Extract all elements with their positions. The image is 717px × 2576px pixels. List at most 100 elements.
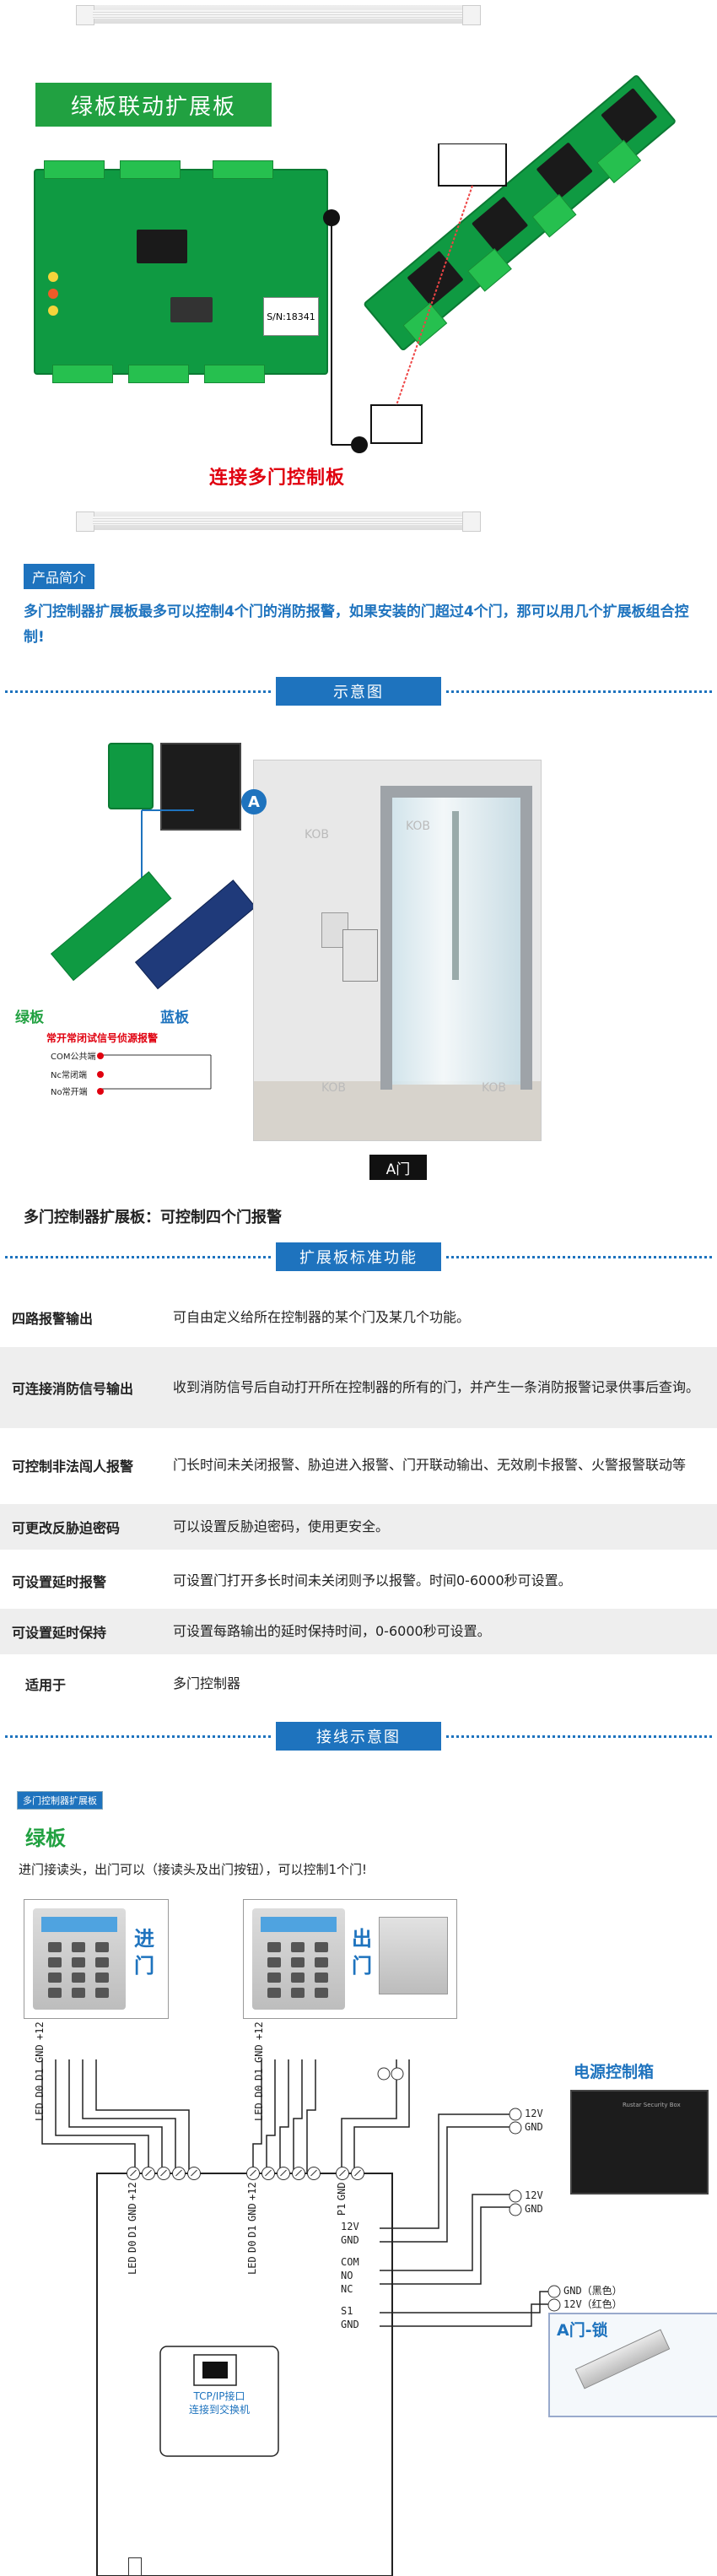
feature-name: 适用于 (25, 1677, 67, 1693)
pin-label: GND (341, 2319, 359, 2330)
feature-name: 可更改反胁迫密码 (12, 1520, 121, 1536)
side-pins: 12V GND COM NO NC S1 GND (341, 2220, 391, 2331)
board-pin-row-right (246, 2167, 321, 2180)
feature-name: 可设置延时报警 (12, 1574, 107, 1590)
pin-label: LED (246, 2256, 258, 2275)
entry-reader: 进门 (24, 1899, 169, 2019)
no-label: No常开端 (51, 1088, 88, 1097)
door-scene: KOB KOB KOB KOB (253, 760, 542, 1141)
callout-lines (323, 143, 507, 453)
lock-wires: GND（黑色） 12V（红色） (563, 2284, 623, 2311)
psu-pins-1: 12V GND (525, 2107, 543, 2134)
feature-desc: 可自由定义给所在控制器的某个门及某几个功能。 (173, 1309, 471, 1325)
pin-label: P1 (336, 2203, 348, 2216)
ribbon-cable-bottom (76, 511, 481, 532)
features-band-label: 扩展板标准功能 (276, 1242, 441, 1271)
feature-row: 可设置延时保持 可设置每路输出的延时保持时间，0-6000秒可设置。 (0, 1609, 717, 1654)
feature-desc: 可设置每路输出的延时保持时间，0-6000秒可设置。 (173, 1623, 491, 1639)
serial-number-label: S/N:18341 (263, 297, 319, 336)
green-board-label: 绿板 (15, 1009, 44, 1026)
nc-label: Nc常闭端 (51, 1071, 87, 1080)
pin-label: 12V（红色） (563, 2298, 623, 2310)
pin-label: GND (127, 2203, 138, 2222)
diagram-section-header: 示意图 (0, 677, 717, 706)
exit-button-image (379, 1917, 448, 1994)
controller-board-image (108, 743, 154, 809)
wiring-desc: 进门接读头，出门可以（接读头及出门按钮），可以控制1个门! (19, 1862, 368, 1877)
section-title-green-board: 绿板联动扩展板 (35, 83, 272, 127)
diagram-band-label: 示意图 (276, 677, 441, 706)
feature-row: 可控制非法闯人报警 门长时间未关闭报警、胁迫进入报警、门开联动输出、无效刷卡报警… (0, 1435, 717, 1496)
watermark-2: KOB (482, 1081, 507, 1095)
pin-label: +12 (246, 2182, 258, 2200)
exit-reader-and-button: 出门 (243, 1899, 457, 2019)
in-label: 进门 (134, 1927, 154, 1978)
psu-brand: Rustar Security Box (623, 2102, 681, 2108)
pin-label: GND (525, 2121, 543, 2133)
controller-box-image (160, 743, 241, 831)
feature-name: 四路报警输出 (12, 1311, 94, 1327)
watermark-1: KOB (321, 1081, 347, 1095)
feature-row: 可设置延时报警 可设置门打开多长时间未关闭则予以报警。时间0-6000秒可设置。 (0, 1558, 717, 1604)
pin-label: COM (341, 2256, 359, 2268)
pin-label: D0 (246, 2240, 258, 2254)
pin-label: GND (246, 2203, 258, 2222)
com-label: COM公共端 (51, 1053, 96, 1062)
feature-desc: 多门控制器 (173, 1675, 241, 1691)
wiring-section-header: 接线示意图 (0, 1722, 717, 1751)
wiring-green-label: 绿板 (25, 1826, 66, 1850)
note-red: 常开常闭试信号侦源报警 (46, 1032, 159, 1044)
feature-desc: 收到消防信号后自动打开所在控制器的所有的门，并产生一条消防报警记录供事后查询。 (173, 1379, 700, 1395)
feature-row: 可连接消防信号输出 收到消防信号后自动打开所在控制器的所有的门，并产生一条消防报… (0, 1347, 717, 1428)
feature-row: 适用于 多门控制器 (0, 1661, 717, 1707)
power-box-image: Rustar Security Box (570, 2090, 709, 2194)
tcp-label: TCP/IP接口 (193, 2390, 245, 2402)
power-box-label: 电源控制箱 (574, 2063, 655, 2081)
wiring-lines (41, 2059, 561, 2576)
lock-label: A门-锁 (557, 2321, 608, 2340)
bottom-connector-icon (128, 2557, 142, 2576)
pin-label: GND (336, 2182, 348, 2200)
pin-label: 12V (525, 2189, 543, 2201)
pin-label: D1 (246, 2225, 258, 2238)
pin-label: NC (341, 2283, 353, 2295)
feature-name: 可控制非法闯人报警 (12, 1458, 134, 1475)
connect-multi-door-label: 连接多门控制板 (209, 468, 346, 489)
feature-desc: 可设置门打开多长时间未关闭则予以报警。时间0-6000秒可设置。 (173, 1572, 572, 1588)
feature-name: 可连接消防信号输出 (12, 1381, 134, 1397)
wiring-tag: 多门控制器扩展板 (17, 1791, 103, 1810)
board-pins-right: LED D0 D1 GND +12 (246, 2182, 258, 2275)
watermark-3: KOB (406, 820, 431, 833)
feature-name: 可设置延时保持 (12, 1625, 107, 1641)
board-pin-row-left (127, 2167, 201, 2180)
door-caption: A门 (369, 1155, 427, 1180)
wiring-band-label: 接线示意图 (276, 1722, 441, 1751)
blue-board-label: 蓝板 (160, 1009, 189, 1026)
pin-label: +12 (127, 2182, 138, 2200)
feature-row: 四路报警输出 可自由定义给所在控制器的某个门及某几个功能。 (0, 1296, 717, 1339)
watermark-4: KOB (305, 828, 330, 842)
intro-tag: 产品简介 (24, 564, 95, 589)
button-pin-row (336, 2167, 364, 2180)
pin-label: D0 (127, 2240, 138, 2254)
lock-panel: A门-锁 (548, 2313, 717, 2417)
ribbon-cable-top (76, 5, 481, 25)
board-pins-left: LED D0 D1 GND +12 (127, 2182, 138, 2275)
pin-label: D1 (127, 2225, 138, 2238)
button-pins: P1 GND (336, 2182, 348, 2216)
out-label: 出门 (352, 1927, 372, 1978)
diagram-subtitle: 多门控制器扩展板：可控制四个门报警 (24, 1209, 282, 1226)
pin-label: LED (127, 2256, 138, 2275)
pin-label: GND (525, 2203, 543, 2215)
pin-label: GND（黑色） (563, 2285, 623, 2297)
psu-pins-2: 12V GND (525, 2189, 543, 2216)
pin-label: 12V (525, 2108, 543, 2119)
expansion-board-image: S/N:18341 (34, 160, 328, 383)
feature-desc: 门长时间未关闭报警、胁迫进入报警、门开联动输出、无效刷卡报警、火警报警联动等 (173, 1457, 687, 1473)
tcp-sub: 连接到交换机 (188, 2404, 250, 2416)
pin-label: 12V (341, 2221, 359, 2232)
feature-row: 可更改反胁迫密码 可以设置反胁迫密码，使用更安全。 (0, 1504, 717, 1550)
pin-label: GND (341, 2234, 359, 2246)
features-section-header: 扩展板标准功能 (0, 1242, 717, 1271)
feature-desc: 可以设置反胁迫密码，使用更安全。 (173, 1518, 390, 1534)
